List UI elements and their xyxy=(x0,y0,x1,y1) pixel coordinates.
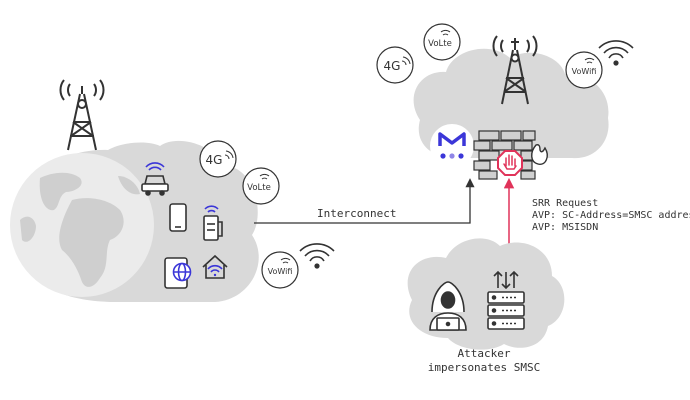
attack-message-line-1: SRR Request xyxy=(532,198,598,209)
bubble-home-4g: 4G xyxy=(199,140,237,178)
car-icon xyxy=(141,162,169,196)
attacker-label-line-1: Attacker xyxy=(458,347,511,360)
smart-home-icon xyxy=(202,254,228,279)
interconnect-link: Interconnect xyxy=(254,178,475,224)
attack-message: SRR Request AVP: SC-Address=SMSC address… xyxy=(532,198,690,233)
bubble-core-4g: 4G xyxy=(376,46,414,84)
tablet-globe-icon xyxy=(164,257,192,289)
bubble-home-volte: VoLte xyxy=(242,167,280,205)
attack-message-line-2: AVP: SC-Address=SMSC address xyxy=(532,210,690,221)
smartphone-icon xyxy=(169,203,187,232)
attacker-cloud xyxy=(407,238,565,350)
hacker-icon xyxy=(429,281,467,331)
interconnect-label: Interconnect xyxy=(317,207,396,220)
stop-hand-icon xyxy=(497,150,523,176)
brand-logo-icon xyxy=(430,124,474,168)
attack-message-line-3: AVP: MSISDN xyxy=(532,222,598,233)
wifi-icon xyxy=(598,40,634,66)
wifi-icon xyxy=(299,243,335,269)
cell-tower-icon xyxy=(492,35,538,105)
bubble-label: VoLte xyxy=(247,183,271,193)
bubble-label: 4G xyxy=(206,153,223,167)
attacker-group: Attacker impersonates SMSC xyxy=(407,238,565,374)
flame-icon xyxy=(531,144,548,165)
bubble-label: 4G xyxy=(384,59,401,73)
bubble-home-vowifi: VoWifi xyxy=(261,251,299,289)
server-icon xyxy=(487,270,525,330)
parking-meter-icon xyxy=(203,205,223,241)
bubble-core-volte: VoLte xyxy=(423,23,461,61)
bubble-label: VoWifi xyxy=(572,67,597,76)
bubble-label: VoWifi xyxy=(268,267,293,276)
operator-core: 4G VoLte VoWifi xyxy=(376,23,634,180)
bubble-label: VoLte xyxy=(428,39,452,49)
cell-tower-icon xyxy=(59,79,105,151)
home-network: 4G VoLte VoWifi xyxy=(10,79,335,302)
attacker-label-line-2: impersonates SMSC xyxy=(428,361,541,374)
bubble-core-vowifi: VoWifi xyxy=(565,51,603,89)
globe-icon xyxy=(10,153,154,297)
